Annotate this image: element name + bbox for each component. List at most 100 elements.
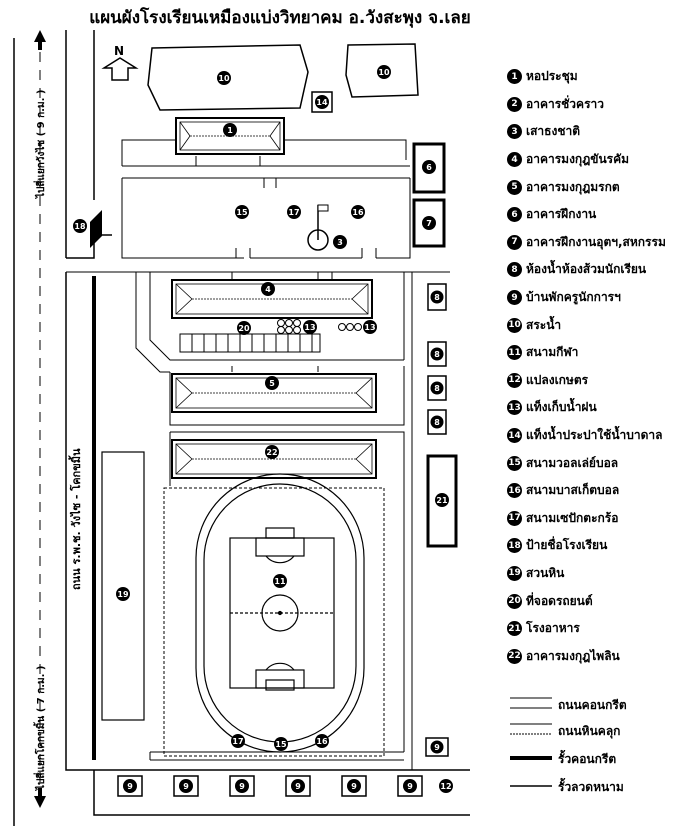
marker-9: 9 (347, 779, 361, 793)
marker-6: 6 (422, 160, 436, 174)
svg-text:12: 12 (440, 782, 451, 791)
svg-text:8: 8 (434, 418, 440, 427)
svg-text:10: 10 (378, 68, 390, 77)
legend-number-badge: 22 (507, 648, 522, 664)
marker-3: 3 (333, 235, 347, 249)
svg-text:15: 15 (236, 208, 248, 217)
marker-22: 22 (265, 445, 279, 459)
svg-text:7: 7 (426, 219, 432, 228)
svg-text:8: 8 (434, 350, 440, 359)
key-gravel-road-label: ถนนหินคลุก (558, 724, 621, 738)
legend-label: สนามกีฬา (526, 345, 579, 360)
school-sign-icon (90, 210, 102, 248)
svg-text:21: 21 (436, 496, 448, 505)
legend-number-badge: 2 (507, 96, 522, 112)
legend-label: ที่จอดรถยนต์ (526, 593, 593, 608)
svg-text:1: 1 (227, 126, 233, 135)
svg-text:16: 16 (316, 737, 328, 746)
legend-label: โรงอาหาร (526, 621, 580, 636)
marker-14: 14 (315, 95, 329, 109)
legend-number-badge: 9 (507, 290, 522, 306)
legend-number-badge: 1 (507, 69, 522, 85)
marker-15: 15 (274, 737, 288, 751)
svg-text:19: 19 (117, 590, 129, 599)
north-arrow-icon (101, 57, 139, 81)
marker-9: 9 (403, 779, 417, 793)
svg-text:16: 16 (352, 208, 364, 217)
legend-number-badge: 4 (507, 152, 522, 168)
marker-8: 8 (430, 290, 444, 304)
sports-zone (163, 487, 385, 757)
legend-number-badge: 14 (507, 428, 522, 444)
marker-9: 9 (235, 779, 249, 793)
legend-label: หอประชุม (526, 69, 578, 84)
marker-8: 8 (430, 381, 444, 395)
legend-number-badge: 8 (507, 262, 522, 278)
legend-number-badge: 7 (507, 234, 522, 250)
svg-text:5: 5 (269, 379, 275, 388)
svg-text:13: 13 (364, 323, 375, 332)
legend-label: อาคารมงกุฎมรกต (526, 179, 620, 194)
marker-18: 18 (73, 219, 87, 233)
rain-tanks-b (338, 323, 362, 331)
marker-8: 8 (430, 415, 444, 429)
road-arrow-down-icon (34, 788, 46, 808)
marker-9: 9 (179, 779, 193, 793)
legend-label: แท็งเก็บน้ำฝน (526, 400, 597, 415)
marker-17: 17 (231, 734, 245, 748)
svg-text:13: 13 (304, 323, 315, 332)
svg-text:11: 11 (274, 577, 286, 586)
legend-number-badge: 16 (507, 483, 522, 499)
marker-19: 19 (116, 587, 130, 601)
legend-number-badge: 12 (507, 372, 522, 388)
marker-4: 4 (261, 282, 275, 296)
svg-text:9: 9 (183, 782, 189, 791)
building-6 (412, 142, 446, 194)
svg-text:9: 9 (407, 782, 413, 791)
key-concrete-fence: รั้วคอนกรีต (510, 748, 700, 772)
legend-item: 21 โรงอาหาร (507, 615, 697, 643)
key-concrete-fence-label: รั้วคอนกรีต (558, 752, 617, 766)
legend-label: อาคารฝึกงาน (526, 207, 597, 222)
svg-text:4: 4 (265, 285, 271, 294)
bottom-road-label: ไปสี่แยกโคกขมิ้น ( 7 ก.ม. ) (33, 666, 47, 792)
rain-tanks-a (277, 319, 301, 334)
left-road-label: ไปสี่แยกวังไซ ( 9 ก.ม. ) (33, 90, 47, 199)
legend-label: สระน้ำ (526, 317, 562, 332)
svg-text:17: 17 (232, 737, 243, 746)
rock-garden (101, 451, 145, 721)
marker-10: 10 (377, 65, 391, 79)
legend-number-badge: 21 (507, 621, 522, 637)
marker-8: 8 (430, 347, 444, 361)
legend-number-badge: 15 (507, 455, 522, 471)
svg-text:9: 9 (127, 782, 133, 791)
legend-item: 1 หอประชุม (507, 63, 697, 91)
key-concrete-road: ถนนคอนกรีต (510, 694, 700, 718)
legend-label: แปลงเกษตร (526, 372, 589, 387)
legend-number-badge: 18 (507, 538, 522, 554)
svg-text:9: 9 (351, 782, 357, 791)
svg-text:3: 3 (337, 238, 343, 247)
marker-17: 17 (287, 205, 301, 219)
svg-text:9: 9 (434, 743, 440, 752)
key-gravel-road: ถนนหินคลุก (510, 720, 700, 744)
marker-16: 16 (315, 734, 329, 748)
marker-15: 15 (235, 205, 249, 219)
legend-number-badge: 17 (507, 510, 522, 526)
